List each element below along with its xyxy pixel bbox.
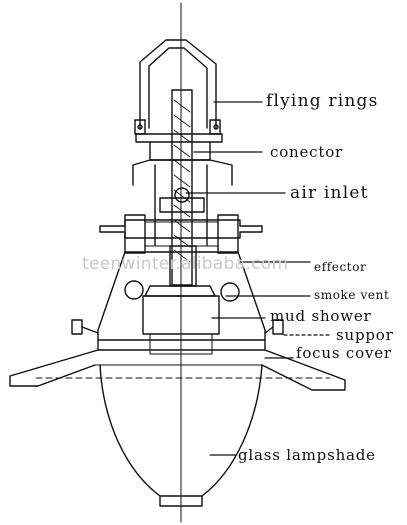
label-mud-shower: mud shower xyxy=(270,307,372,325)
label-air-inlet: air inlet xyxy=(290,183,369,203)
label-flying-rings: flying rings xyxy=(266,91,379,111)
label-support: suppor xyxy=(336,326,394,344)
label-glass-lampshade: glass lampshade xyxy=(238,446,376,464)
outer-shell xyxy=(97,251,266,341)
label-smoke-vent: smoke vent xyxy=(314,288,390,302)
air-inlet-part xyxy=(132,159,233,246)
label-focus-cover: focus cover xyxy=(296,344,392,362)
watermark: teenwinter.alibaba.com xyxy=(82,254,289,274)
focus-cover-part xyxy=(9,339,346,391)
smoke-vent-part xyxy=(124,280,240,355)
label-effector: effector xyxy=(314,260,367,274)
glass-lampshade-part xyxy=(99,364,263,507)
label-connector: conector xyxy=(270,143,343,161)
flying-rings-part xyxy=(134,39,221,135)
support-part xyxy=(71,319,284,335)
leader-lines xyxy=(185,101,333,456)
